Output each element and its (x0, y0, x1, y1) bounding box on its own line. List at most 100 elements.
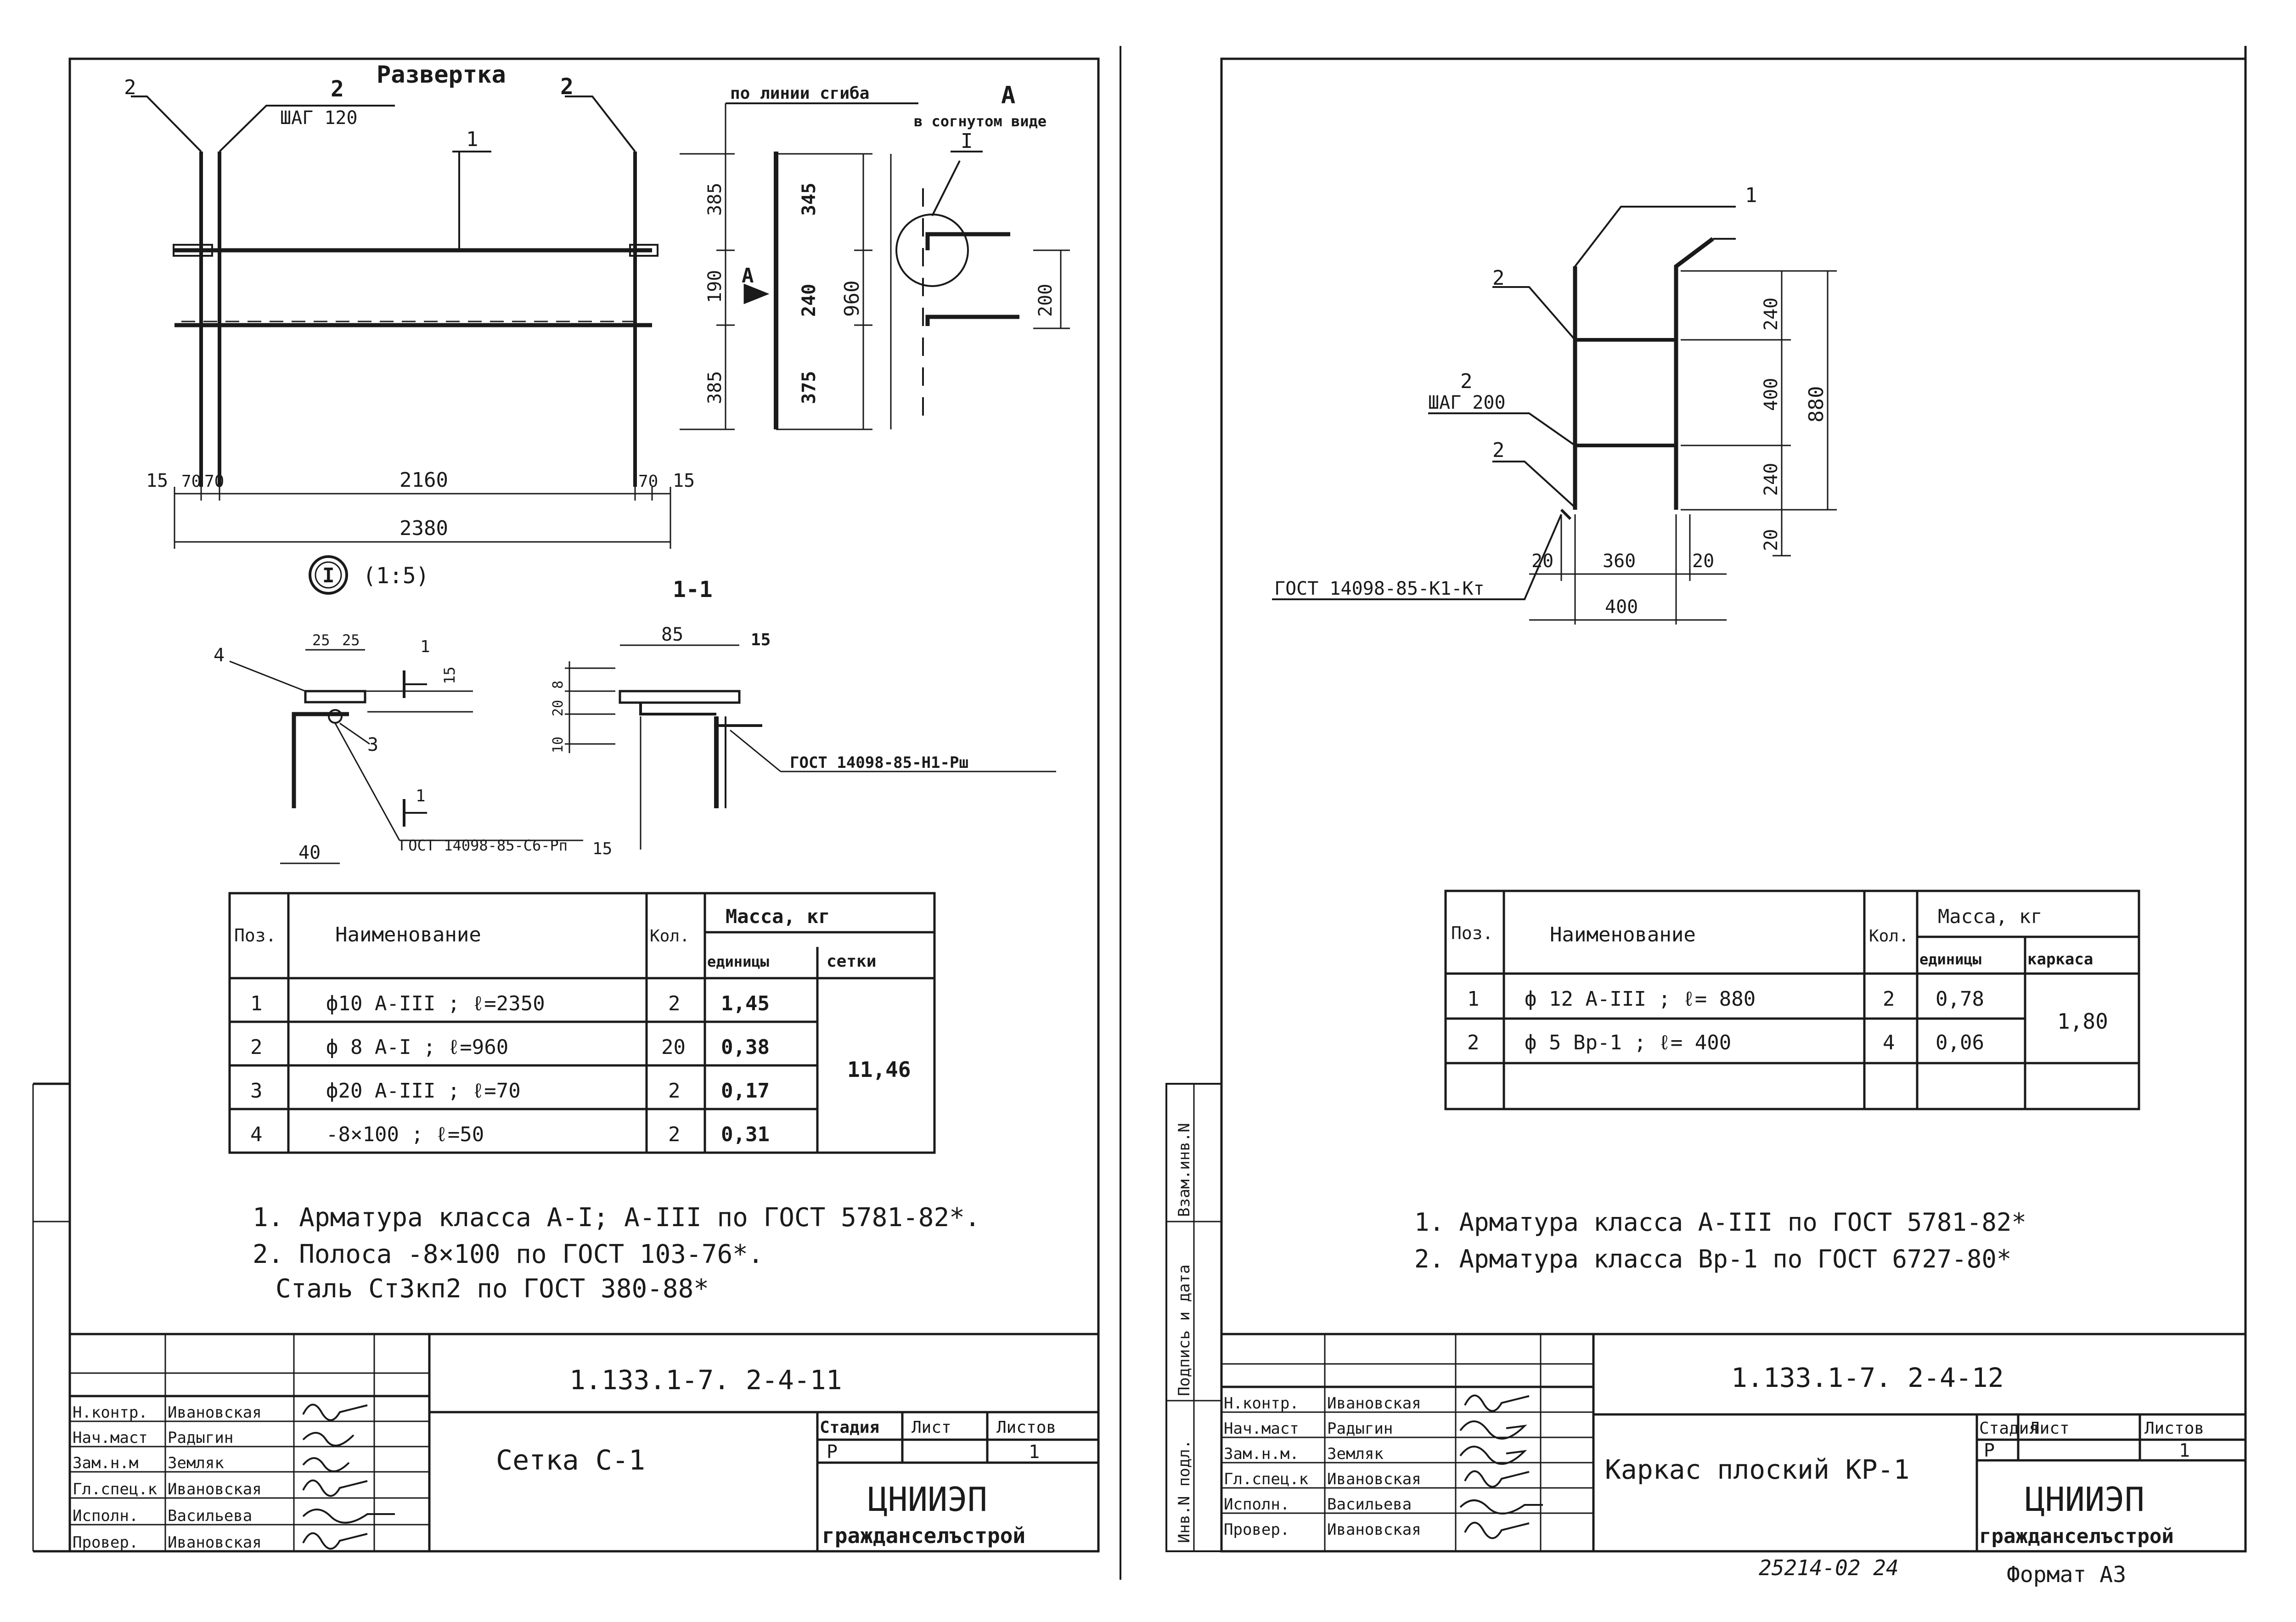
table-header: Наименование (1550, 923, 1696, 946)
svg-text:0,78: 0,78 (1936, 987, 1984, 1011)
dim-label: 20 (1692, 551, 1714, 572)
svg-text:Ивановская: Ивановская (168, 1480, 262, 1498)
table-header: единицы (1919, 951, 1981, 968)
svg-text:Радыгин: Радыгин (168, 1429, 233, 1447)
step-label: ШАГ 120 (280, 107, 358, 129)
dim-label: 360 (1603, 551, 1636, 572)
detail-I-marker: I (322, 564, 335, 587)
pos-label: 2 (331, 76, 344, 102)
dim-label: 25 (342, 631, 360, 649)
table-header: Кол. (650, 927, 690, 946)
document-code: 1.133.1-7. 2-4-12 (1731, 1362, 2004, 1393)
pos-label: 3 (367, 734, 378, 755)
org-name: гражданселъстрой (1979, 1525, 2174, 1548)
stamp-sheets-h: Листов (996, 1418, 1056, 1437)
table-header: Поз. (1451, 923, 1493, 943)
svg-text:Радыгин: Радыгин (1327, 1419, 1393, 1438)
dim-label: 375 (799, 371, 820, 404)
svg-text:ф 5 Вр-1 ; ℓ= 400: ф 5 Вр-1 ; ℓ= 400 (1525, 1031, 1731, 1054)
stamp-stage-h: Стадия (1979, 1419, 2039, 1438)
section-1-1-drawing (565, 644, 1056, 850)
org-name: ЦНИИЭП (868, 1480, 987, 1519)
detail-ref: I (961, 130, 973, 153)
dim-label: 2380 (400, 517, 448, 540)
org-name: ЦНИИЭП (2025, 1480, 2144, 1519)
razvertka-title: Развертка (377, 61, 506, 89)
stamp-stage-v: Р (827, 1442, 838, 1463)
svg-text:Ивановская: Ивановская (1327, 1521, 1421, 1539)
stamp-sheets-v: 1 (1029, 1442, 1040, 1463)
svg-text:4: 4 (1883, 1031, 1895, 1054)
side-label: Подпись и дата (1175, 1264, 1193, 1396)
stamp-sheet-h: Лист (2030, 1419, 2070, 1438)
pos-label: 2 (560, 74, 574, 100)
weld-gost: ГОСТ 14098-85-Н1-Рш (790, 754, 968, 772)
pos-label: 2 (1460, 370, 1473, 393)
note-line: 1. Арматура класса А-III по ГОСТ 5781-82… (1414, 1208, 2026, 1237)
detail-scale: (1:5) (363, 563, 429, 589)
svg-text:Ивановская: Ивановская (1327, 1470, 1421, 1488)
svg-text:ф20 А-III ; ℓ=70: ф20 А-III ; ℓ=70 (326, 1079, 521, 1103)
table-row: 4 -8×100 ; ℓ=50 2 0,31 (250, 1123, 770, 1146)
table-row: 2 ф 5 Вр-1 ; ℓ= 400 4 0,06 (1467, 1031, 1984, 1054)
dim-label: 85 (661, 624, 683, 645)
svg-text:Гл.спец.к: Гл.спец.к (73, 1480, 157, 1498)
svg-text:2: 2 (1467, 1031, 1480, 1054)
svg-text:-8×100 ; ℓ=50: -8×100 ; ℓ=50 (326, 1123, 484, 1146)
dim-label: 15 (751, 631, 771, 649)
svg-text:1: 1 (250, 992, 263, 1015)
table-header: каркаса (2027, 950, 2093, 969)
stamp-sheets-v: 1 (2179, 1440, 2190, 1461)
table-total: 1,80 (2057, 1009, 2108, 1034)
svg-text:Земляк: Земляк (168, 1454, 224, 1472)
svg-text:Исполн.: Исполн. (1224, 1495, 1289, 1514)
stamp-sheets-h: Листов (2144, 1419, 2204, 1438)
drawing-title: Сетка С-1 (496, 1444, 645, 1476)
cut-label: 1 (420, 637, 430, 656)
svg-text:1: 1 (1467, 987, 1480, 1011)
sheet-format: Формат А3 (2007, 1562, 2126, 1588)
svg-text:Васильева: Васильева (168, 1507, 252, 1525)
right-spec-table-grid (1444, 890, 2140, 1110)
dim-label: 70 (181, 472, 201, 491)
dim-label: 20 (1531, 551, 1553, 572)
dim-label: 20 (1761, 529, 1782, 551)
svg-text:3: 3 (250, 1079, 263, 1103)
dim-label: 15 (441, 666, 458, 684)
dim-label: 40 (298, 842, 321, 863)
svg-text:2: 2 (668, 1123, 681, 1146)
weld-gost: ГОСТ 14098-85-К1-Кт (1274, 578, 1485, 599)
right-sheet-frame (1165, 46, 2247, 1553)
pos-label: 2 (1492, 439, 1505, 462)
svg-text:0,38: 0,38 (721, 1036, 770, 1059)
signature-marks (302, 1403, 395, 1550)
dim-label: 20 (550, 700, 566, 716)
detail-I-drawing (229, 555, 583, 864)
dim-label: 240 (1761, 463, 1782, 496)
dim-label: 15 (592, 839, 612, 858)
dim-label: 200 (1035, 284, 1056, 317)
dim-label: 8 (550, 681, 566, 689)
org-name: гражданселъстрой (822, 1523, 1025, 1548)
document-code: 1.133.1-7. 2-4-11 (569, 1364, 842, 1396)
svg-text:Н.контр.: Н.контр. (1224, 1394, 1299, 1413)
dim-label: 15 (673, 470, 695, 491)
svg-text:Исполн.: Исполн. (73, 1507, 138, 1525)
dim-label: 25 (312, 631, 330, 649)
pos-label: 1 (466, 128, 478, 151)
svg-text:Провер.: Провер. (73, 1533, 138, 1552)
archive-number: 25214-02 24 (1759, 1555, 1899, 1580)
side-label: Взам.инв.N (1175, 1123, 1193, 1217)
dim-label: 190 (704, 270, 726, 303)
table-row: 2 ф 8 А-I ; ℓ=960 20 0,38 (250, 1036, 770, 1059)
svg-text:2: 2 (1883, 987, 1895, 1011)
pos-label: 2 (124, 76, 136, 99)
table-header: Масса, кг (726, 905, 830, 928)
svg-text:Н.контр.: Н.контр. (73, 1403, 148, 1422)
svg-text:20: 20 (661, 1036, 686, 1059)
svg-text:ф10 А-III ; ℓ=2350: ф10 А-III ; ℓ=2350 (326, 992, 545, 1015)
bent-view-label: в согнутом виде (914, 113, 1047, 130)
